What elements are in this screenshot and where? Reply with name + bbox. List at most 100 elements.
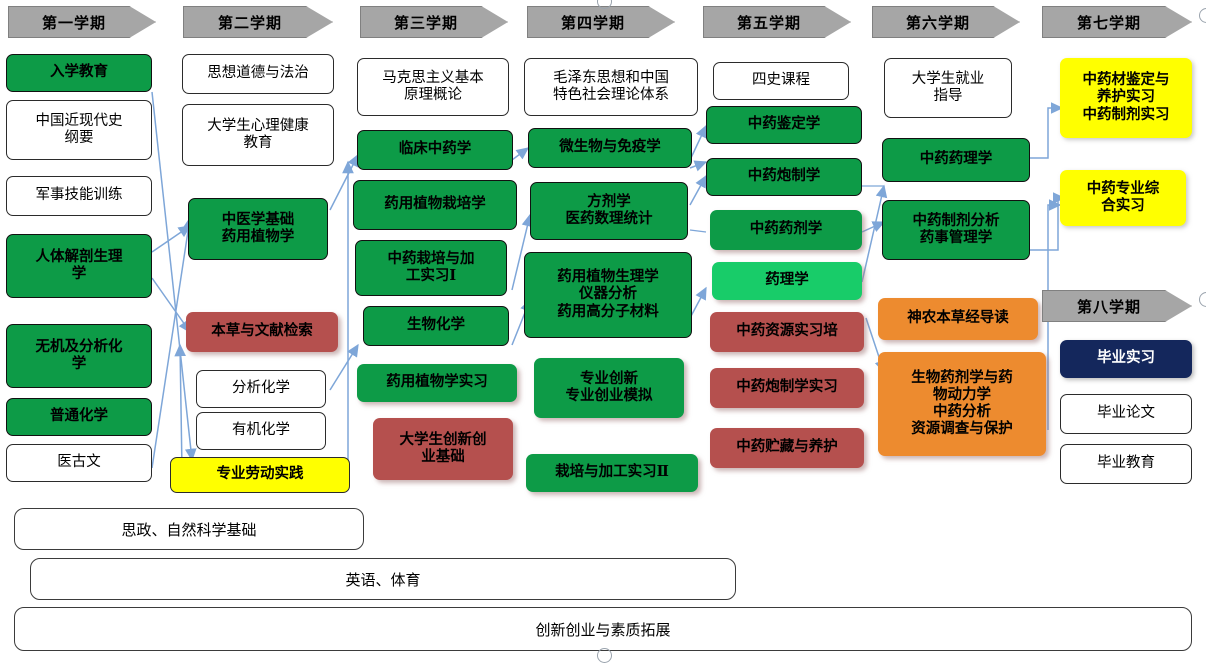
course-box-sixiang-daode[interactable]: 思想道德与法治: [182, 54, 334, 94]
course-label: 中药炮制学: [747, 168, 821, 185]
course-label: 思想道德与法治: [207, 65, 309, 82]
course-label: 神农本草经导读: [907, 310, 1009, 327]
course-box-zhuanye-laodong[interactable]: 专业劳动实践: [170, 457, 350, 493]
course-box-youji-huaxue[interactable]: 有机化学: [196, 412, 326, 450]
course-label: 中国近现代史 纲要: [35, 112, 123, 146]
course-box-ziyuan-shixi[interactable]: 中药资源实习培: [710, 312, 864, 352]
course-label: 分析化学: [232, 380, 290, 397]
course-box-zhiji-fenxi[interactable]: 中药制剂分析 药事管理学: [882, 200, 1030, 260]
course-label: 中药炮制学实习: [736, 379, 838, 396]
course-box-xinli-jiankang[interactable]: 大学生心理健康 教育: [182, 104, 334, 166]
course-label: 中药资源实习培: [736, 323, 838, 340]
footer-bar-chuangxin-suzhi[interactable]: 创新创业与素质拓展: [14, 607, 1192, 651]
course-label: 中医学基础 药用植物学: [221, 211, 295, 245]
handle-dot-right: [1199, 8, 1206, 23]
course-label: 中药鉴定学: [747, 116, 821, 133]
footer-bar-yingyu-tiyu[interactable]: 英语、体育: [30, 558, 736, 600]
course-label: 人体解剖生理 学: [35, 248, 123, 282]
course-box-rentijiepou[interactable]: 人体解剖生理 学: [6, 234, 152, 298]
footer-bar-label: 创新创业与素质拓展: [535, 622, 671, 639]
course-box-paozhi-shixi[interactable]: 中药炮制学实习: [710, 368, 864, 408]
course-box-biye-jiaoyu[interactable]: 毕业教育: [1060, 444, 1192, 484]
course-box-biye-shixi[interactable]: 毕业实习: [1060, 340, 1192, 378]
course-box-chuangxin-chuangye[interactable]: 大学生创新创 业基础: [373, 418, 513, 480]
course-label: 中药贮藏与养护: [736, 439, 838, 456]
footer-bar-label: 英语、体育: [345, 572, 421, 589]
footer-bar-sizheng[interactable]: 思政、自然科学基础: [14, 508, 364, 550]
course-box-fenxi-huaxue[interactable]: 分析化学: [196, 370, 326, 408]
course-box-bencao-wenxian[interactable]: 本草与文献检索: [186, 312, 338, 352]
course-box-makesi-yuanli[interactable]: 马克思主义基本 原理概论: [357, 58, 509, 116]
semester-header-6: 第六学期: [872, 6, 1020, 38]
handle-dot-bottom: [597, 648, 612, 663]
course-label: 中药药剂学: [749, 221, 823, 238]
semester-header-label: 第二学期: [217, 15, 282, 32]
course-box-junshi-jineng[interactable]: 军事技能训练: [6, 176, 152, 216]
course-label: 药用植物学实习: [386, 374, 488, 391]
semester-header-label: 第一学期: [41, 15, 106, 32]
course-label: 微生物与免疫学: [559, 139, 661, 156]
course-box-wuji-fenxi-huaxue[interactable]: 无机及分析化 学: [6, 324, 152, 388]
course-label: 大学生心理健康 教育: [207, 117, 309, 151]
semester-header-4: 第四学期: [527, 6, 675, 38]
course-box-shengwu-yaoji[interactable]: 生物药剂学与药 物动力学 中药分析 资源调查与保护: [878, 352, 1046, 456]
course-label: 中药专业综 合实习: [1086, 180, 1160, 214]
course-box-zhongyao-paozhi[interactable]: 中药炮制学: [706, 158, 862, 196]
semester-header-label: 第六学期: [905, 15, 970, 32]
course-label: 毛泽东思想和中国 特色社会理论体系: [553, 69, 669, 103]
course-box-putong-huaxue[interactable]: 普通化学: [6, 398, 152, 436]
course-box-linchuang-zhongyao[interactable]: 临床中药学: [357, 130, 513, 170]
semester-header-label: 第三学期: [393, 15, 458, 32]
course-box-yaolixue[interactable]: 药理学: [712, 262, 862, 300]
semester-header-2: 第二学期: [183, 6, 333, 38]
course-box-zhongyixue-jichu[interactable]: 中医学基础 药用植物学: [188, 198, 328, 260]
course-box-sishi-kecheng[interactable]: 四史课程: [713, 62, 849, 100]
course-box-zhongyao-yaoji[interactable]: 中药药剂学: [710, 210, 862, 250]
course-box-zhongyao-zaipei-i[interactable]: 中药栽培与加 工实习Ⅰ: [355, 240, 507, 296]
semester-header-label: 第四学期: [560, 15, 625, 32]
course-box-shennong-bencao[interactable]: 神农本草经导读: [878, 298, 1038, 340]
semester-header-3: 第三学期: [360, 6, 508, 38]
semester-header-label: 第七学期: [1076, 15, 1141, 32]
course-box-fangjixue-tongji[interactable]: 方剂学 医药数理统计: [530, 182, 688, 240]
handle-dot-right2: [1199, 292, 1206, 307]
course-label: 中药药理学: [919, 151, 993, 168]
course-label: 专业劳动实践: [216, 466, 304, 483]
course-box-jiuye-zhidao[interactable]: 大学生就业 指导: [884, 58, 1012, 118]
course-box-weishengwu-mianyi[interactable]: 微生物与免疫学: [528, 128, 692, 168]
course-label: 中药栽培与加 工实习Ⅰ: [387, 250, 475, 284]
footer-bar-label: 思政、自然科学基础: [121, 522, 257, 539]
course-box-shengwu-huaxue[interactable]: 生物化学: [363, 306, 509, 346]
course-box-zhongyao-yaoli[interactable]: 中药药理学: [882, 138, 1030, 182]
course-label: 毕业实习: [1097, 350, 1155, 367]
course-label: 生物化学: [407, 317, 465, 334]
course-box-yiguwen[interactable]: 医古文: [6, 444, 152, 482]
course-box-zhongyao-jianding[interactable]: 中药鉴定学: [706, 106, 862, 144]
course-box-ruxue-jiaoyu[interactable]: 入学教育: [6, 54, 152, 92]
course-box-biye-lunwen[interactable]: 毕业论文: [1060, 394, 1192, 434]
course-label: 药用植物生理学 仪器分析 药用高分子材料: [557, 269, 659, 320]
course-label: 中药制剂分析 药事管理学: [912, 212, 1000, 246]
course-label: 本草与文献检索: [211, 323, 313, 340]
course-label: 四史课程: [752, 72, 810, 89]
course-label: 毕业教育: [1097, 455, 1155, 472]
course-box-zhuanye-chuangxin[interactable]: 专业创新 专业创业模拟: [534, 358, 684, 418]
course-label: 生物药剂学与药 物动力学 中药分析 资源调查与保护: [911, 369, 1013, 438]
course-box-yaoyong-zhiwu-shixi[interactable]: 药用植物学实习: [357, 364, 517, 402]
course-box-maozedong-sixiang[interactable]: 毛泽东思想和中国 特色社会理论体系: [524, 58, 698, 116]
course-label: 有机化学: [232, 422, 290, 439]
course-box-zhuanye-zonghe-shixi[interactable]: 中药专业综 合实习: [1060, 170, 1186, 226]
course-label: 毕业论文: [1097, 405, 1155, 422]
course-label: 大学生创新创 业基础: [399, 431, 487, 465]
course-label: 栽培与加工实习Ⅱ: [555, 464, 669, 481]
course-box-zhucang-yanghu[interactable]: 中药贮藏与养护: [710, 428, 864, 468]
course-label: 专业创新 专业创业模拟: [565, 370, 653, 404]
course-box-yaoyong-shengli[interactable]: 药用植物生理学 仪器分析 药用高分子材料: [524, 252, 692, 338]
course-label: 马克思主义基本 原理概论: [382, 69, 484, 103]
course-box-yaoyong-zhiwu-zaipei[interactable]: 药用植物栽培学: [353, 180, 517, 230]
course-box-jinxiandaishi[interactable]: 中国近现代史 纲要: [6, 100, 152, 160]
course-box-yaocai-jianding-shixi[interactable]: 中药材鉴定与 养护实习 中药制剂实习: [1060, 58, 1192, 138]
course-label: 药理学: [765, 272, 809, 289]
course-box-zaipei-jiagong-ii[interactable]: 栽培与加工实习Ⅱ: [526, 454, 698, 492]
